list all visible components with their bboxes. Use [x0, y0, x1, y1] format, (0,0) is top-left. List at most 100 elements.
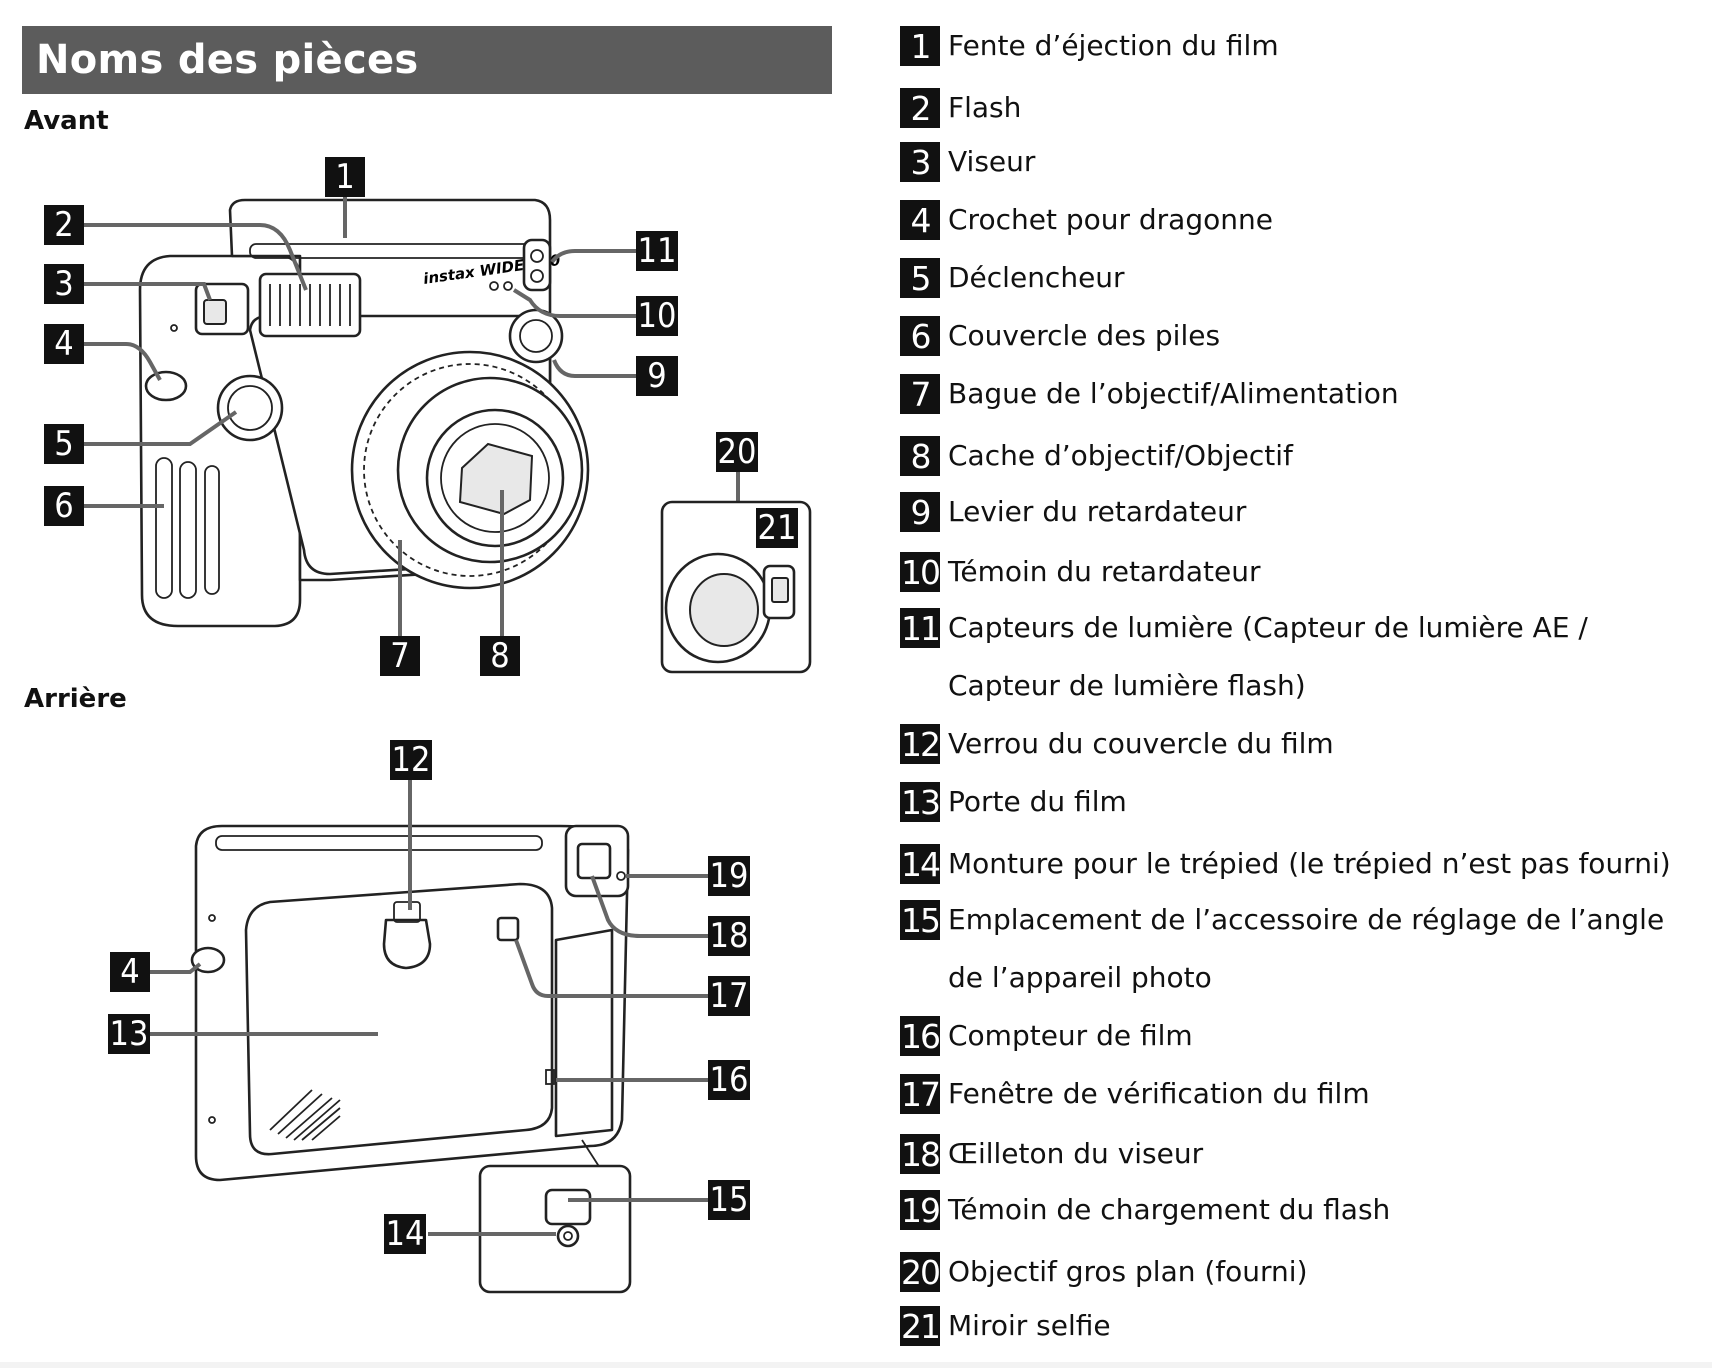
svg-text:13: 13 — [110, 1014, 149, 1054]
page-title: Noms des pièces — [36, 37, 419, 83]
callout-15: 15 — [708, 1180, 750, 1220]
legend-badge: 20 — [900, 1252, 941, 1292]
svg-text:18: 18 — [710, 916, 749, 956]
callout-7: 7 — [380, 636, 420, 676]
legend-label: Compteur de film — [948, 1019, 1193, 1052]
legend-label: Monture pour le trépied (le trépied n’es… — [948, 847, 1671, 880]
callout-11: 11 — [636, 231, 678, 271]
legend-label: Viseur — [948, 145, 1036, 178]
legend-label: Cache d’objectif/Objectif — [948, 439, 1293, 472]
svg-text:12: 12 — [392, 740, 431, 780]
viewfinder-window — [194, 282, 250, 336]
svg-text:14: 14 — [386, 1214, 425, 1254]
legend-badge: 2 — [900, 88, 940, 128]
legend-badge: 3 — [900, 142, 940, 182]
legend-label: Capteurs de lumière (Capteur de lumière … — [948, 611, 1588, 702]
svg-text:11: 11 — [638, 231, 677, 271]
legend-badge: 12 — [900, 724, 941, 764]
svg-text:10: 10 — [638, 296, 677, 336]
vent-lines — [269, 1089, 341, 1141]
front-leader-lines — [84, 196, 636, 636]
legend-label: Flash — [948, 91, 1022, 124]
svg-text:4: 4 — [54, 324, 73, 364]
svg-text:19: 19 — [710, 856, 749, 896]
callout-19: 19 — [708, 856, 750, 896]
legend-badge: 13 — [900, 782, 941, 822]
film-check-window — [496, 916, 520, 942]
svg-text:1: 1 — [335, 157, 354, 197]
viewfinder-eyepiece — [576, 842, 612, 880]
legend-badge: 11 — [900, 608, 941, 648]
callout-20: 20 — [716, 432, 758, 472]
film-door-lock — [382, 918, 432, 970]
strap-hook — [144, 370, 188, 402]
callout-16: 16 — [708, 1060, 750, 1100]
camera-diagram: instax WIDE 400 — [44, 157, 812, 1294]
svg-text:3: 3 — [54, 264, 73, 304]
legend-label: Couvercle des piles — [948, 319, 1221, 352]
legend-label: Miroir selfie — [948, 1309, 1111, 1342]
legend-badge: 17 — [900, 1074, 941, 1114]
legend-badge: 6 — [900, 316, 940, 356]
svg-text:5: 5 — [54, 424, 73, 464]
svg-text:9: 9 — [647, 356, 666, 396]
lens — [425, 408, 565, 548]
callout-2: 2 — [44, 205, 84, 245]
section-header: Noms des pièces — [22, 26, 832, 94]
callout-18: 18 — [708, 916, 750, 956]
legend-label: Crochet pour dragonne — [948, 203, 1273, 236]
legend-badge: 19 — [900, 1190, 941, 1230]
legend-badge: 14 — [900, 844, 941, 884]
callout-17: 17 — [708, 976, 750, 1016]
svg-text:4: 4 — [120, 952, 139, 992]
bottom-view-inset — [478, 1139, 632, 1294]
callout-9: 9 — [636, 356, 678, 396]
callout-4-front: 4 — [44, 324, 84, 364]
legend-badge: 1 — [900, 26, 940, 66]
svg-text:8: 8 — [490, 636, 509, 676]
flash-window — [258, 272, 362, 338]
callout-4-back: 4 — [110, 952, 150, 992]
legend-label: Fenêtre de vérification du film — [948, 1077, 1370, 1110]
callout-5: 5 — [44, 424, 84, 464]
legend-badge: 4 — [900, 200, 940, 240]
self-timer-lamp — [489, 281, 513, 291]
legend-label: Bague de l’objectif/Alimentation — [948, 377, 1399, 410]
legend-label: Levier du retardateur — [948, 495, 1247, 528]
callout-3: 3 — [44, 264, 84, 304]
legend-label: Porte du film — [948, 785, 1127, 818]
callout-12: 12 — [390, 740, 432, 780]
svg-text:6: 6 — [54, 486, 73, 526]
callout-13: 13 — [108, 1014, 150, 1054]
callout-21: 21 — [756, 508, 798, 548]
legend-badge: 9 — [900, 492, 940, 532]
legend-label: Emplacement de l’accessoire de réglage d… — [948, 903, 1665, 994]
legend-badge: 5 — [900, 258, 940, 298]
legend-badge: 10 — [900, 552, 941, 592]
legend-badge: 18 — [900, 1134, 941, 1174]
svg-text:21: 21 — [758, 508, 797, 548]
film-counter — [545, 1069, 555, 1085]
flash-charge-lamp — [616, 871, 626, 881]
legend-label: Déclencheur — [948, 261, 1125, 294]
callout-8: 8 — [480, 636, 520, 676]
svg-text:7: 7 — [390, 636, 409, 676]
legend-badge: 15 — [900, 900, 941, 940]
page-bottom-band — [0, 1362, 1712, 1368]
